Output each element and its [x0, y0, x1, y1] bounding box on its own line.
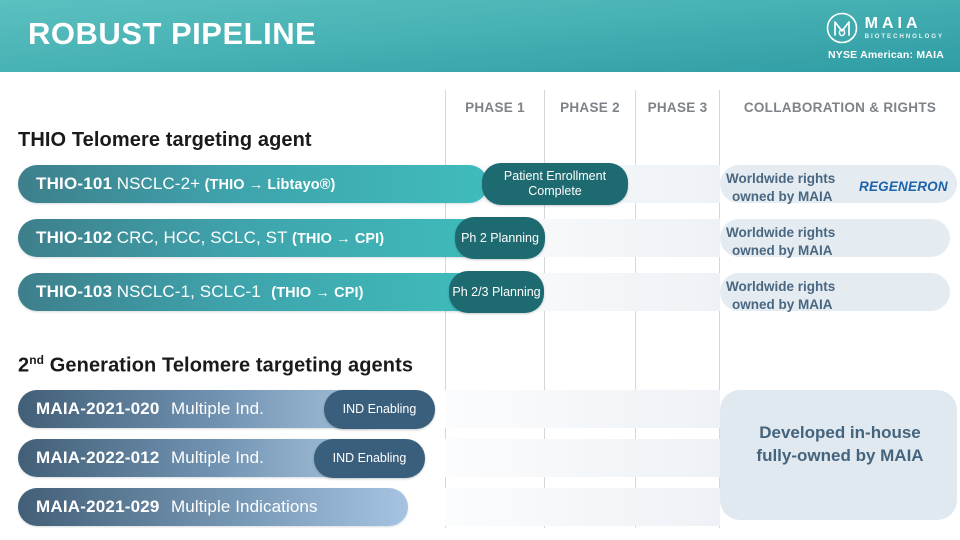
program-code-maia029: MAIA-2021-029: [36, 497, 160, 516]
status-pill-thio101[interactable]: Patient Enrollment Complete: [482, 163, 628, 205]
slide-footer: [0, 528, 960, 540]
rights-line-1: Worldwide rights: [726, 279, 836, 294]
column-header-phase-2: PHASE 2: [560, 100, 620, 115]
program-combination-thio101: (THIO → Libtayo®): [204, 177, 336, 193]
row-band-maia029: [445, 488, 720, 526]
column-header-phase-3: PHASE 3: [647, 100, 708, 115]
rights-line-2: owned by MAIA: [732, 296, 833, 312]
brand-name: MAIA: [864, 14, 922, 32]
brand-logo-block: MAIA BIOTECHNOLOGY NYSE American: MAIA: [826, 12, 944, 61]
rights-line-2: fully-owned by MAIA: [756, 445, 924, 465]
row-band-maia020: [445, 390, 720, 428]
program-indication-thio103: NSCLC-1, SCLC-1: [116, 282, 261, 301]
status-pill-thio103[interactable]: Ph 2/3 Planning: [449, 271, 544, 313]
rights-band-thio101: [720, 165, 957, 203]
rights-line-2: owned by MAIA: [732, 242, 833, 258]
row-band-maia012: [445, 439, 720, 477]
program-bar-maia029[interactable]: MAIA-2021-029 Multiple Indications: [18, 488, 408, 526]
rights-text-thio103: Worldwide rights owned by MAIA: [726, 278, 866, 313]
section-title-thio: THIO Telomere targeting agent: [18, 129, 312, 151]
program-code-thio103: THIO-103: [36, 282, 113, 301]
rights-line-1: Worldwide rights: [726, 171, 836, 186]
section-title-gen2: 2nd Generation Telomere targeting agents: [18, 353, 413, 378]
maia-m-circle-icon: [826, 12, 858, 44]
partner-logo-regeneron: REGENERON: [859, 179, 948, 194]
gen2-prefix: 2: [18, 354, 30, 377]
program-code-maia012: MAIA-2022-012: [36, 448, 160, 467]
rights-band-thio102: [720, 219, 950, 257]
program-indication-thio102: CRC, HCC, SCLC, ST: [116, 228, 288, 247]
rights-text-thio102: Worldwide rights owned by MAIA: [726, 224, 866, 259]
page-title: ROBUST PIPELINE: [28, 16, 317, 51]
slide-header: ROBUST PIPELINE MAIA BIOTECHNOLOGY NYSE …: [0, 0, 960, 72]
program-bar-thio103[interactable]: THIO-103 NSCLC-1, SCLC-1 (THIO → CPI): [18, 273, 486, 311]
status-pill-maia020[interactable]: IND Enabling: [324, 390, 435, 429]
program-code-maia020: MAIA-2021-020: [36, 399, 160, 418]
status-pill-maia012[interactable]: IND Enabling: [314, 439, 425, 478]
status-pill-thio102[interactable]: Ph 2 Planning: [455, 217, 545, 259]
gen2-superscript: nd: [29, 353, 45, 367]
gen2-rest: Generation Telomere targeting agents: [44, 354, 414, 377]
rights-band-gen2: [720, 390, 957, 520]
column-header-phase-1: PHASE 1: [465, 100, 525, 115]
program-indication-maia020: Multiple Ind.: [171, 399, 264, 418]
rights-text-gen2: Developed in-house fully-owned by MAIA: [720, 422, 960, 468]
program-bar-thio102[interactable]: THIO-102 CRC, HCC, SCLC, ST (THIO → CPI): [18, 219, 496, 257]
program-indication-maia012: Multiple Ind.: [171, 448, 264, 467]
program-code-thio102: THIO-102: [36, 228, 113, 247]
rights-text-thio101: Worldwide rights owned by MAIA: [726, 170, 856, 205]
rights-line-1: Worldwide rights: [726, 225, 836, 240]
program-combination-thio103: (THIO → CPI): [271, 285, 364, 301]
column-header-collaboration: COLLABORATION & RIGHTS: [743, 100, 937, 115]
stock-ticker: NYSE American: MAIA: [827, 49, 944, 61]
brand-tagline: BIOTECHNOLOGY: [864, 32, 944, 40]
rights-band-thio103: [720, 273, 950, 311]
program-indication-maia029: Multiple Indications: [171, 497, 318, 516]
program-indication-thio101: NSCLC-2+: [116, 174, 201, 193]
rights-line-2: owned by MAIA: [732, 188, 833, 204]
program-code-thio101: THIO-101: [36, 174, 113, 193]
program-bar-thio101[interactable]: THIO-101 NSCLC-2+ (THIO → Libtayo®): [18, 165, 488, 203]
program-combination-thio102: (THIO → CPI): [292, 231, 385, 247]
rights-line-1: Developed in-house: [759, 423, 921, 442]
